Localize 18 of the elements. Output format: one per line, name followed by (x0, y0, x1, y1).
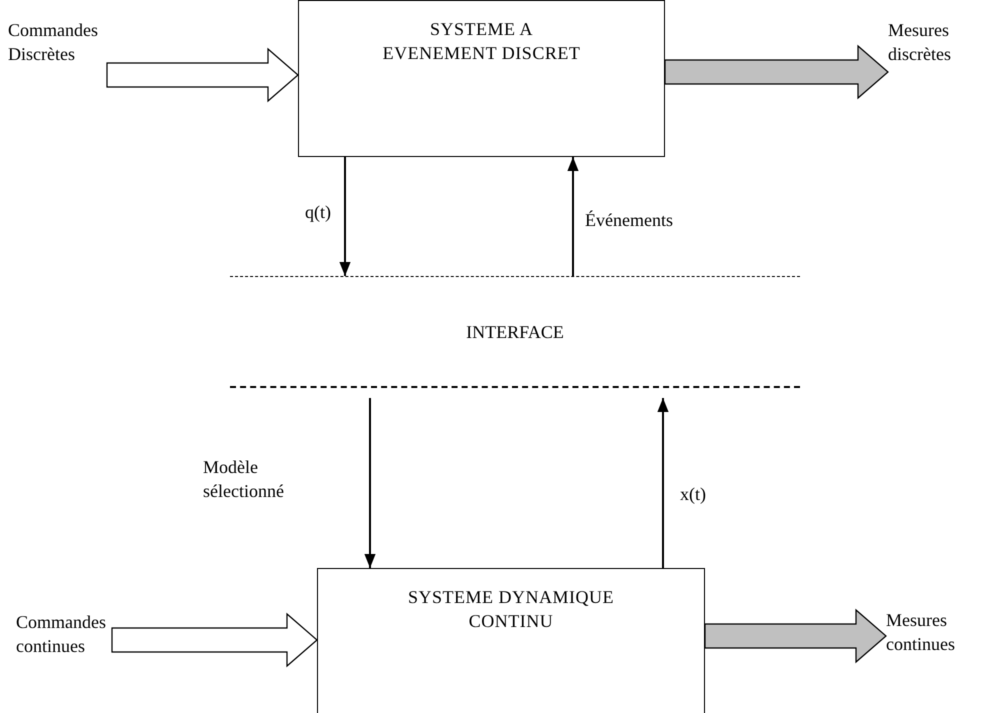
arrow (657, 398, 669, 568)
io-label: Commandes Discrètes (8, 19, 99, 66)
system-title: SYSTEME DYNAMIQUE CONTINU (407, 586, 615, 633)
block-arrow (111, 612, 318, 668)
system-title: SYSTEME A EVENEMENT DISCRET (382, 18, 582, 65)
system-box (317, 568, 705, 713)
io-label: Commandes continues (16, 611, 107, 658)
block-arrow (704, 608, 887, 664)
io-label: Mesures continues (886, 609, 956, 656)
arrow (567, 157, 579, 276)
interface-band (230, 276, 800, 388)
arrow (339, 157, 351, 276)
arrow (364, 398, 376, 568)
block-arrow (106, 48, 299, 102)
io-label: Mesures discrètes (888, 19, 952, 66)
block-arrow (664, 44, 889, 100)
interface-label: INTERFACE (466, 320, 564, 344)
system-box (298, 0, 665, 157)
